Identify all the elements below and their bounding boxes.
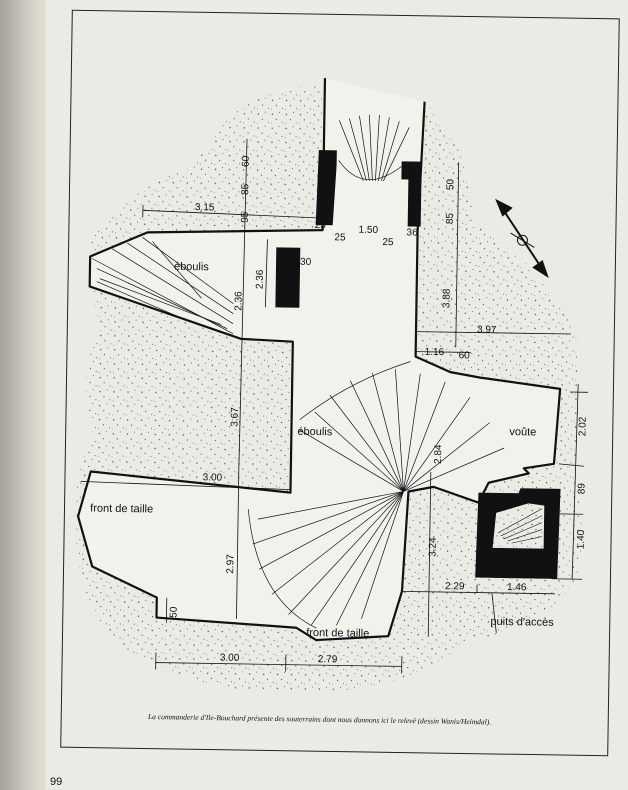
label-eboulis-center: éboulis xyxy=(297,426,333,439)
dim-50-bottom: 50 xyxy=(168,606,179,618)
access-shaft xyxy=(475,488,561,579)
dim-95: 95 xyxy=(240,211,251,223)
dim-202: 2.02 xyxy=(577,416,588,436)
dim-300-b: 3.00 xyxy=(220,653,240,664)
dim-30: 30 xyxy=(300,257,312,268)
dim-25-b: 25 xyxy=(334,232,346,243)
hatch-center-rubble xyxy=(247,361,505,629)
pillar-left xyxy=(315,150,337,226)
dim-60-right: 60 xyxy=(459,350,471,361)
dim-300-a: 3.00 xyxy=(203,472,223,483)
dim-367: 3.67 xyxy=(229,407,240,427)
dim-284: 2.84 xyxy=(433,444,444,464)
dim-60: 60 xyxy=(241,155,252,167)
dim-89: 89 xyxy=(576,483,587,495)
dim-236-a: 2.36 xyxy=(233,291,244,311)
gallery-outline xyxy=(76,78,562,642)
hatch-left-rubble xyxy=(91,237,234,335)
hatch-top xyxy=(338,114,410,182)
label-voute: voûte xyxy=(509,426,536,438)
pillar-mid xyxy=(275,247,301,308)
dim-397: 3.97 xyxy=(477,325,497,336)
label-puits-d-acces: puits d'accès xyxy=(490,616,554,629)
dim-324: 3.24 xyxy=(427,537,438,557)
dim-36: 36 xyxy=(406,227,418,238)
compass-arrow-icon xyxy=(495,198,549,279)
dim-85-right: 85 xyxy=(445,212,456,224)
dim-150: 1.50 xyxy=(359,225,379,236)
dim-388: 3.88 xyxy=(441,288,452,308)
dim-25-c: 25 xyxy=(382,237,394,248)
dim-85: 85 xyxy=(240,183,251,195)
dim-50: 50 xyxy=(445,178,456,190)
dim-279: 2.79 xyxy=(318,654,338,665)
dim-146: 1.46 xyxy=(507,582,527,593)
label-front-de-taille-left: front de taille xyxy=(90,502,153,515)
book-page-edge xyxy=(0,0,46,790)
page-number: 99 xyxy=(50,776,63,788)
label-front-de-taille-bottom: front de taille xyxy=(306,627,369,640)
dim-315: 3.15 xyxy=(195,202,215,213)
dim-297: 2.97 xyxy=(225,554,236,574)
dim-236-b: 2.36 xyxy=(255,269,266,289)
dim-116: 1.16 xyxy=(425,347,445,358)
hatch-shaft-vault xyxy=(497,508,543,544)
label-eboulis-upper: éboulis xyxy=(174,261,210,274)
pillar-right xyxy=(401,161,422,227)
dim-25-a: 25 xyxy=(315,220,327,231)
dim-140: 1.40 xyxy=(576,529,587,549)
dimension-lines xyxy=(80,138,589,674)
dim-229: 2.29 xyxy=(445,581,465,592)
